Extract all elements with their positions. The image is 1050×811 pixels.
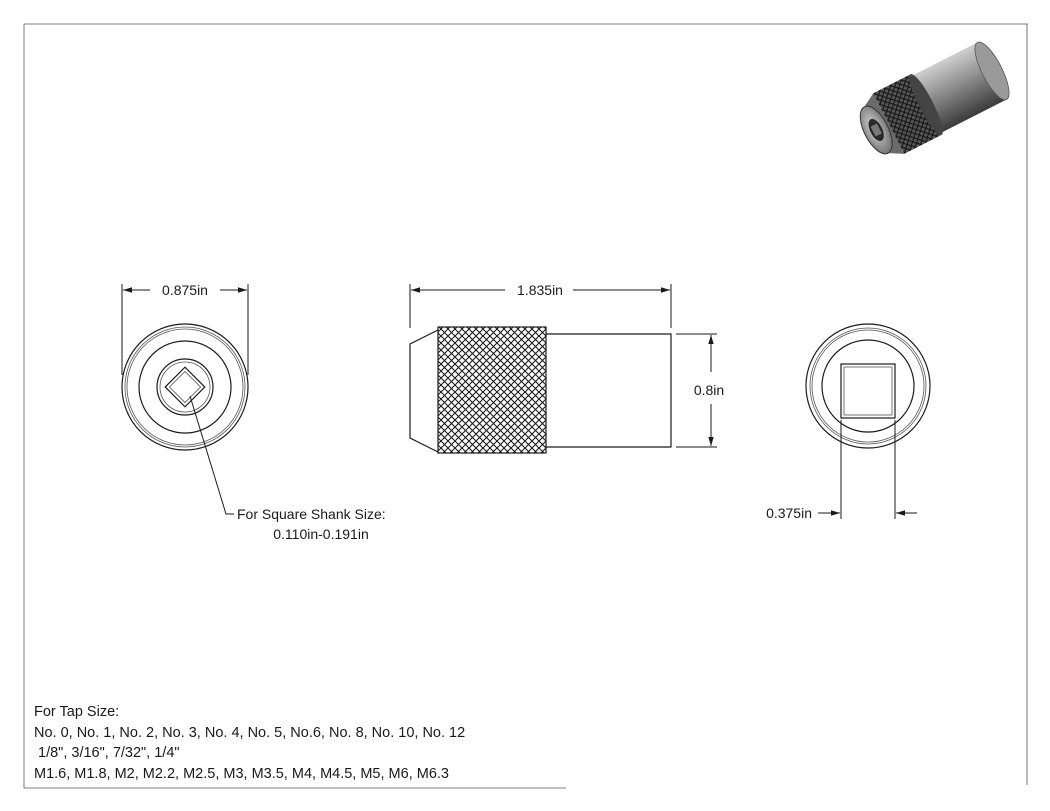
callout-line2: 0.110in-0.191in (273, 526, 368, 542)
tap-notes-heading: For Tap Size: (34, 704, 120, 720)
side-height-dim: 0.8in (694, 382, 724, 398)
sheet-border (23, 23, 1028, 789)
side-length-dim: 1.835in (517, 282, 563, 298)
front-view: 0.875in (121, 282, 249, 515)
tap-notes-numbered: No. 0, No. 1, No. 2, No. 3, No. 4, No. 5… (34, 724, 466, 741)
tap-size-notes: For Tap Size: No. 0, No. 1, No. 2, No. 3… (34, 702, 465, 784)
back-view: 0.375in (766, 323, 931, 521)
side-view: 1.835in 0.8in (409, 282, 724, 454)
back-square-dim: 0.375in (766, 505, 812, 521)
front-diameter-dim: 0.875in (162, 282, 208, 298)
callout-line1: For Square Shank Size: (237, 506, 386, 522)
iso-view-render (859, 41, 1010, 155)
tap-notes-fractional: 1/8", 3/16", 7/32", 1/4" (34, 745, 180, 761)
tap-notes-metric: M1.6, M1.8, M2, M2.2, M2.5, M3, M3.5, M4… (34, 765, 449, 782)
